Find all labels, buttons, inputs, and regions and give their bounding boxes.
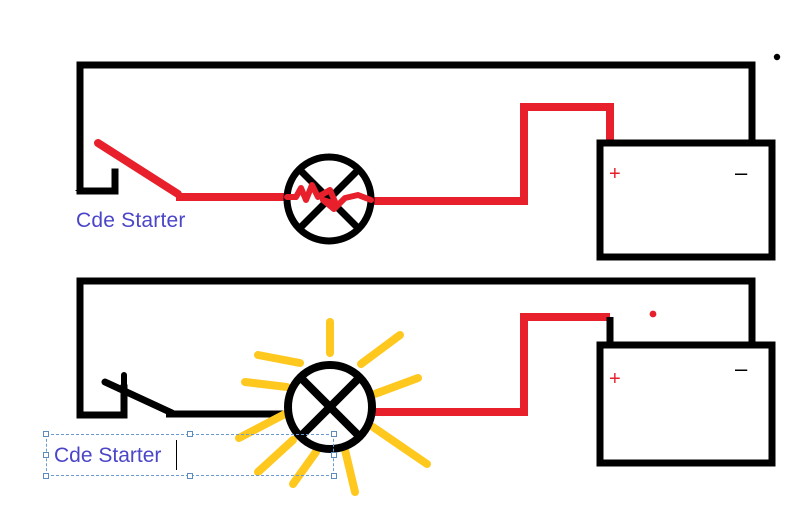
battery-plus-label-top: + <box>609 163 621 185</box>
lamp-ray-sw <box>254 436 297 476</box>
switch-terminal-bracket-bottom <box>76 384 128 419</box>
circuit-bottom-group: + – <box>76 277 776 496</box>
stray-dot-red-icon <box>649 310 657 318</box>
switch-lever-closed-bottom <box>101 378 176 417</box>
resize-handle-bottom-middle[interactable] <box>187 473 193 479</box>
lamp-ray-ne <box>357 331 404 368</box>
battery-minus-label-top: – <box>735 160 748 185</box>
lamp-ray-s-east <box>341 446 359 496</box>
wire-red-lamp-to-battery-top <box>370 103 614 205</box>
battery-plus-label-bottom: + <box>609 368 621 390</box>
resize-handle-bottom-right[interactable] <box>331 473 337 479</box>
battery-box-bottom <box>596 341 776 467</box>
lamp-off-filament-scribble <box>284 182 374 212</box>
battery-minus-label-bottom: – <box>735 356 748 381</box>
lamp-ray-se <box>369 423 431 468</box>
wire-red-lamp-to-battery-bottom <box>372 313 610 416</box>
lamp-on-circle <box>284 361 376 453</box>
lamp-ray-w-upper <box>241 378 291 391</box>
text-box-selected[interactable]: Cde Starter <box>43 431 337 479</box>
resize-handle-top-middle[interactable] <box>187 431 193 437</box>
battery-box-top <box>596 139 776 261</box>
text-cursor-caret <box>176 440 177 470</box>
resize-handle-top-right[interactable] <box>331 431 337 437</box>
circuit-top-group: + – <box>75 53 781 261</box>
label-cde-starter-top: Cde Starter <box>76 209 186 232</box>
switch-lever-open-top <box>94 139 182 198</box>
stray-dot-black-icon <box>773 53 781 61</box>
switch-terminal-bracket-top <box>76 168 119 195</box>
lamp-ray-s <box>289 448 320 488</box>
lamp-off-symbol <box>283 153 375 245</box>
resize-handle-top-left[interactable] <box>43 431 49 437</box>
lamp-ray-e-upper <box>368 374 422 399</box>
lamp-on-x-stroke-2 <box>297 374 363 440</box>
text-box-content[interactable]: Cde Starter <box>54 444 162 467</box>
resize-handle-middle-right[interactable] <box>331 452 337 458</box>
lamp-ray-nw <box>254 351 304 367</box>
wire-black-bottom-loop <box>76 277 756 419</box>
resize-handle-bottom-left[interactable] <box>43 473 49 479</box>
wire-black-top-loop <box>76 61 756 194</box>
resize-handle-middle-left[interactable] <box>43 452 49 458</box>
lamp-on-symbol <box>284 361 376 453</box>
